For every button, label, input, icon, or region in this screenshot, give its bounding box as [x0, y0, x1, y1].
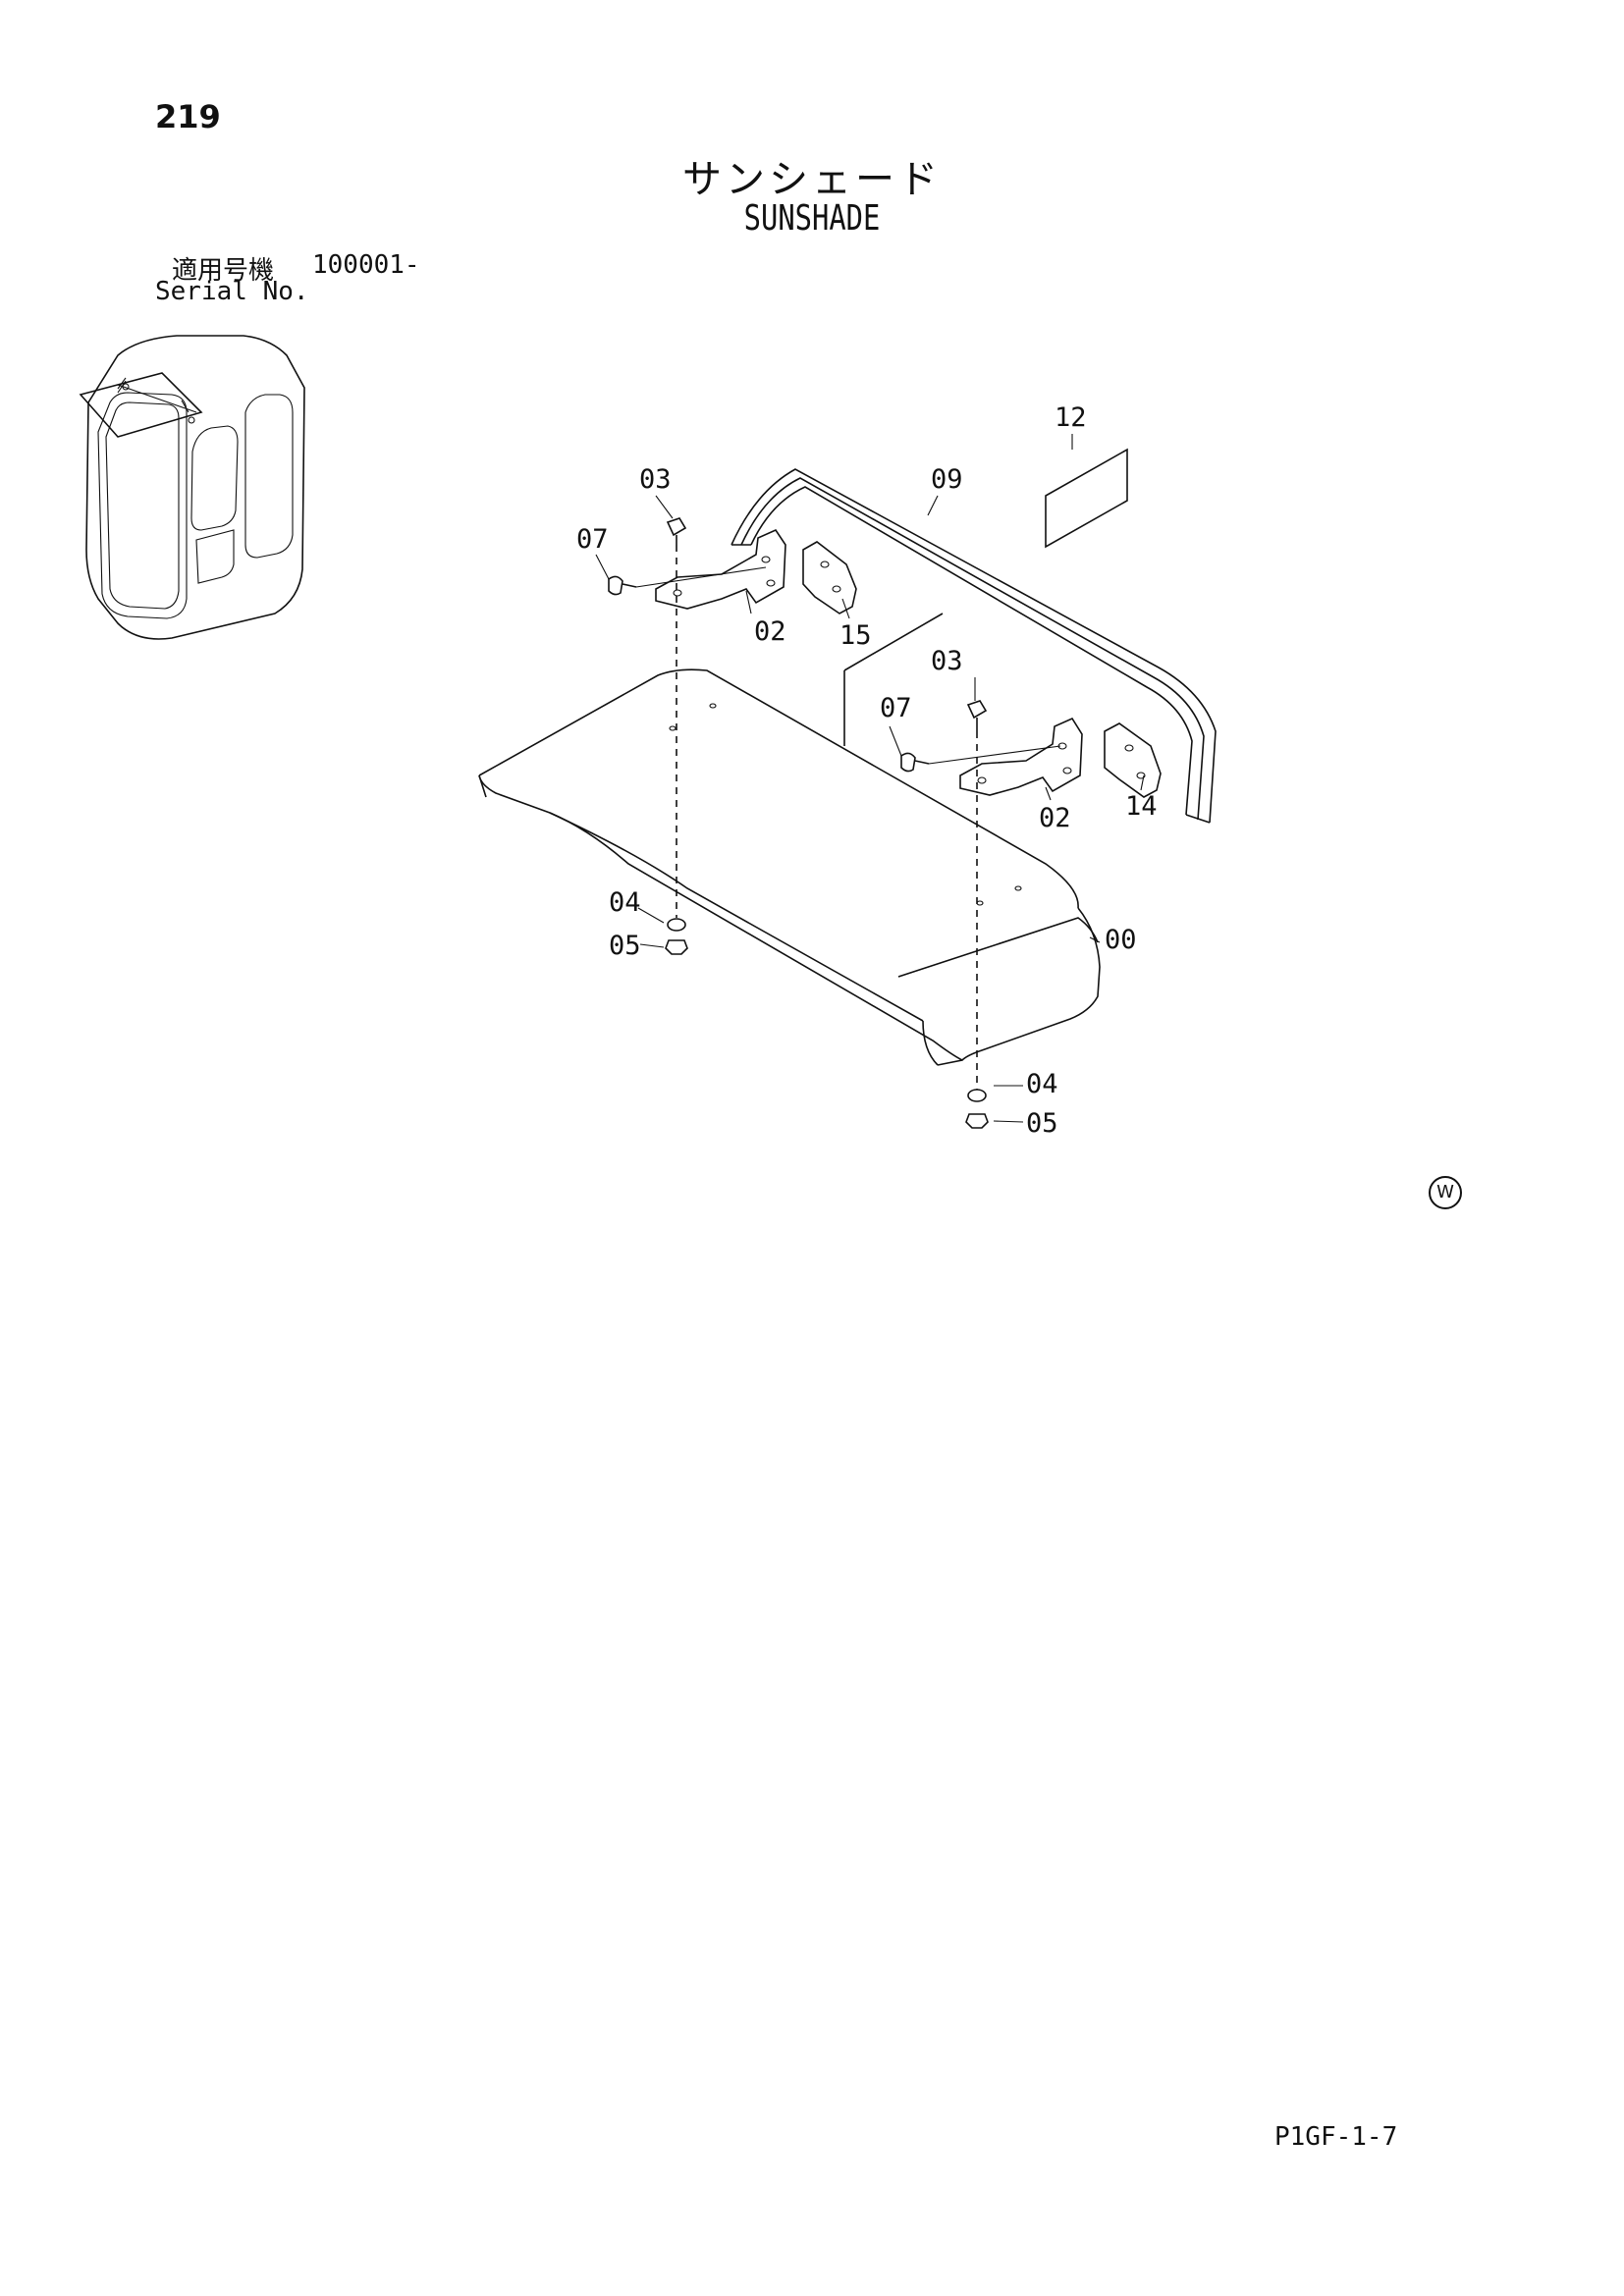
callout-05-left: 05: [609, 931, 641, 961]
label-plate: [1045, 448, 1128, 549]
serial-label-japanese: 適用号機: [172, 256, 275, 286]
callout-00: 00: [1105, 925, 1137, 955]
rear-wall-top: [843, 613, 944, 671]
callout-04-right: 04: [1026, 1069, 1058, 1099]
serial-label-english: Serial No.: [155, 277, 309, 306]
callout-02-left: 02: [754, 616, 786, 647]
page-title-english: SUNSHADE: [743, 198, 881, 239]
callout-03-left: 03: [639, 464, 672, 495]
callout-leaders: [595, 434, 1145, 1123]
bolt-line-left: [635, 566, 767, 588]
sunshade-panel: [478, 668, 1101, 1066]
bracket-assembly-right: [900, 700, 1162, 798]
bracket-assembly-left: [608, 517, 857, 614]
callout-12: 12: [1055, 402, 1087, 433]
callout-03-right: 03: [931, 646, 963, 676]
page-code: P1GF-1-7: [1274, 2122, 1398, 2152]
callout-05-right: 05: [1026, 1108, 1058, 1139]
callout-04-left: 04: [609, 887, 641, 918]
page-title-japanese: サンシェード: [682, 157, 942, 202]
seal-strip: [731, 468, 1217, 824]
callout-14: 14: [1125, 791, 1158, 822]
callout-15: 15: [839, 620, 872, 651]
washer-nut-right: [965, 1089, 989, 1129]
w-mark-icon: W: [1429, 1176, 1462, 1209]
washer-nut-left: [665, 918, 688, 955]
serial-range: 100001-: [312, 250, 420, 280]
callout-07-left: 07: [576, 524, 609, 555]
bolt-line-right: [928, 745, 1061, 765]
cab-thumbnail-icon: [79, 335, 305, 640]
page-number: 219: [155, 98, 221, 135]
callout-02-right: 02: [1039, 803, 1071, 833]
callout-09: 09: [931, 464, 963, 495]
callout-07-right: 07: [880, 693, 912, 723]
